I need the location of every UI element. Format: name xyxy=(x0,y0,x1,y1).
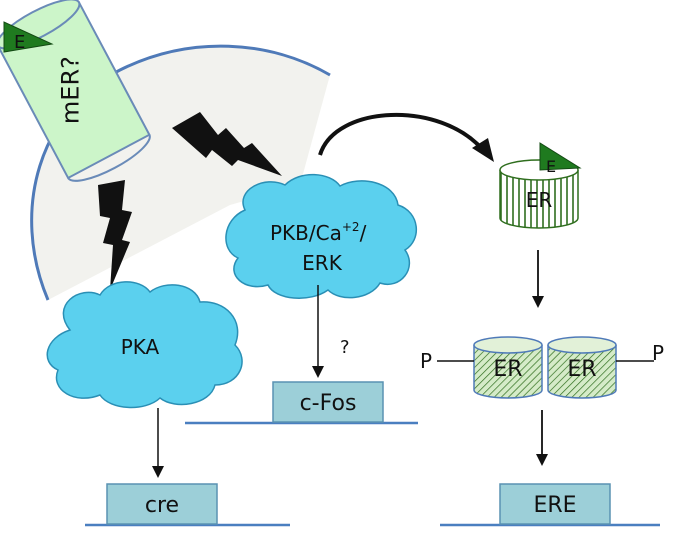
ligand-label-nuclear: E xyxy=(546,157,556,176)
cell-membrane xyxy=(30,44,331,301)
er-dimer-left: ER xyxy=(473,336,543,399)
curved-arrow-head xyxy=(472,138,494,162)
arrow-pka-cre-head xyxy=(152,466,164,478)
receptor-label: mER? xyxy=(57,56,85,124)
dimer-left-label: ER xyxy=(493,357,522,382)
kinase-label-line1: PKB/Ca+2/ xyxy=(270,220,367,245)
question-mark: ? xyxy=(340,337,350,358)
ligand-label-membrane: E xyxy=(14,32,25,53)
cfos-label: c-Fos xyxy=(300,391,357,416)
er-label: ER xyxy=(526,188,553,212)
arrow-dimer-ere-head xyxy=(536,454,548,466)
pka-cloud: PKA xyxy=(46,281,243,409)
ligand-triangle-membrane xyxy=(3,21,54,53)
arrow-er-dimer-head xyxy=(532,296,544,308)
pka-label: PKA xyxy=(121,335,160,359)
curved-arrow xyxy=(318,112,485,156)
lightning-bolt-center xyxy=(172,112,282,176)
kinase-label-line2: ERK xyxy=(302,251,343,275)
ere-label: ERE xyxy=(533,493,576,518)
dimer-right-label: ER xyxy=(567,357,596,382)
kinase-cloud: PKB/Ca+2/ ERK xyxy=(225,173,418,299)
lightning-bolt-left xyxy=(98,180,132,290)
arrow-kinase-cfos-head xyxy=(312,366,324,378)
ere-gene-box xyxy=(499,483,611,525)
ligand-triangle-nuclear xyxy=(539,142,582,171)
cre-label: cre xyxy=(145,493,179,518)
nuclear-er-receptor: ER xyxy=(499,159,579,229)
cre-gene-box xyxy=(106,483,218,525)
phospho-left: P xyxy=(420,349,432,373)
cfos-gene-box xyxy=(272,381,384,423)
phospho-right: P xyxy=(652,341,664,365)
er-dimer-right: ER xyxy=(547,336,617,399)
